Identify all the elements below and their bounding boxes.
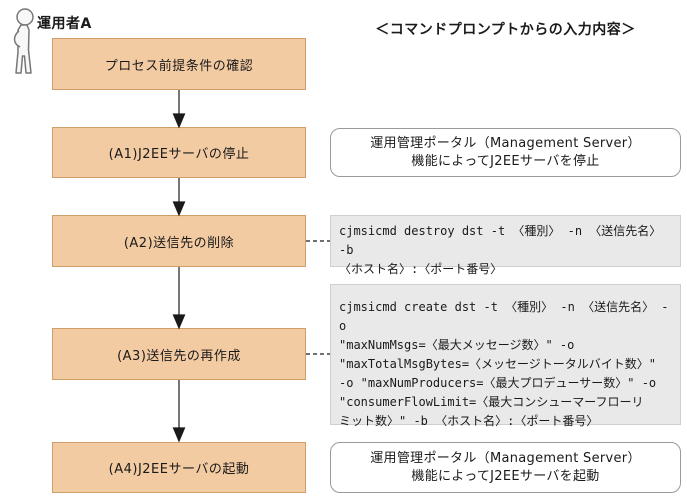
callout-start-via-management-server: 運用管理ポータル（Management Server） 機能によってJ2EEサー…	[330, 442, 681, 493]
flow-arrowhead-3	[172, 314, 186, 330]
command-destroy-destination: cjmsicmd destroy dst -t 〈種別〉 -n 〈送信先名〉 -…	[330, 215, 681, 276]
flow-step-a4-start-j2ee-server: (A4)J2EEサーバの起動	[52, 442, 306, 493]
callout-stop-via-management-server: 運用管理ポータル（Management Server） 機能によってJ2EEサー…	[330, 128, 681, 177]
command-create-destination: cjmsicmd create dst -t 〈種別〉 -n 〈送信先名〉 -o…	[330, 284, 681, 428]
flow-step-a2-delete-destination: (A2)送信先の削除	[52, 215, 306, 267]
flow-step-a3-recreate-destination: (A3)送信先の再作成	[52, 328, 306, 380]
flow-step-a1-stop-j2ee-server: (A1)J2EEサーバの停止	[52, 127, 306, 178]
operator-person-icon	[13, 8, 34, 74]
flow-step-precondition-check: プロセス前提条件の確認	[52, 38, 306, 90]
flow-arrowhead-4	[172, 427, 186, 443]
operator-label: 運用者A	[37, 16, 92, 32]
command-prompt-heading: ＜コマンドプロンプトからの入力内容＞	[375, 22, 636, 38]
flow-arrowhead-2	[172, 201, 186, 217]
flow-arrowhead-1	[172, 113, 186, 129]
